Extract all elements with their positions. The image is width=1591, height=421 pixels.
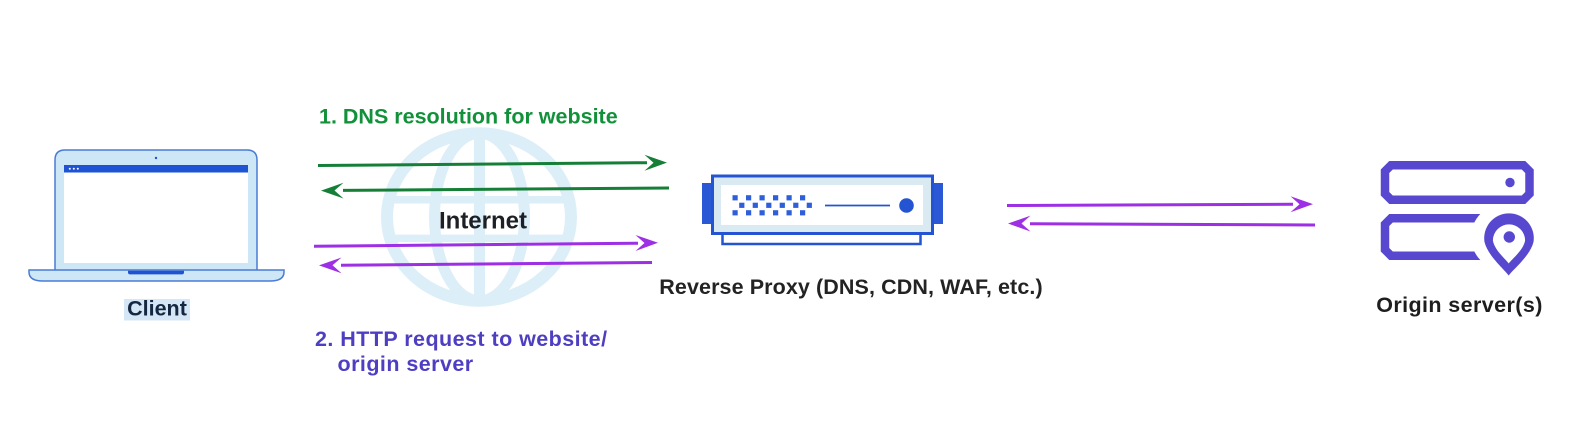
svg-text:Reverse Proxy (DNS, CDN, WAF,: Reverse Proxy (DNS, CDN, WAF, etc.) (659, 275, 1042, 299)
svg-text:Client: Client (127, 297, 187, 321)
svg-text:1. DNS resolution for website: 1. DNS resolution for website (319, 105, 618, 129)
svg-text:Origin server(s): Origin server(s) (1376, 293, 1543, 317)
svg-text:Internet: Internet (439, 208, 527, 235)
svg-text:2. HTTP request to website/: 2. HTTP request to website/ (315, 327, 608, 351)
svg-text:origin server: origin server (338, 352, 474, 376)
